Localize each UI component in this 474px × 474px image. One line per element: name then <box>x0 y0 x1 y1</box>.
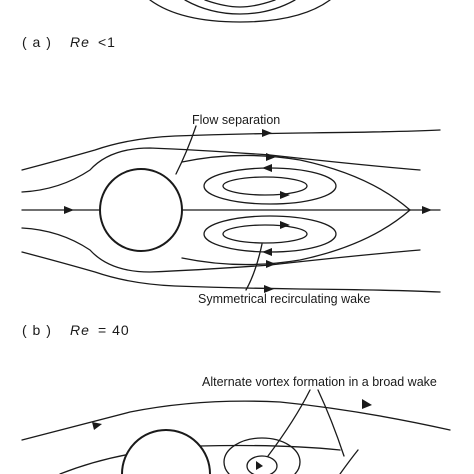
svg-text:Flow separation: Flow separation <box>192 113 280 127</box>
panel-c-annotation: Alternate vortex formation in a broad wa… <box>202 375 437 389</box>
panel-b-arrows <box>64 129 432 293</box>
svg-text:<1: <1 <box>98 34 116 50</box>
panel-b-leaders <box>175 125 263 291</box>
svg-text:( b ): ( b ) <box>22 322 52 338</box>
svg-text:= 40: = 40 <box>98 322 130 338</box>
cylinder-b <box>99 168 183 252</box>
svg-text:Re: Re <box>70 34 90 50</box>
svg-text:Re: Re <box>70 322 90 338</box>
cylinder-c <box>121 429 211 474</box>
panel-a-label: ( a ) Re <1 <box>22 34 116 50</box>
svg-text:Symmetrical recirculating wake: Symmetrical recirculating wake <box>198 292 370 306</box>
panel-c-leaders <box>267 389 345 457</box>
panel-c-streamlines <box>21 400 451 474</box>
panel-b-streamlines <box>21 129 441 293</box>
panel-c-vortex <box>223 437 301 474</box>
panel-b-label: ( b ) Re = 40 <box>22 322 130 338</box>
panel-a-streamlines <box>149 0 331 23</box>
panel-b-annotations: Flow separation Symmetrical recirculatin… <box>192 113 370 306</box>
panel-c-arrows <box>92 399 372 430</box>
svg-text:( a ): ( a ) <box>22 34 52 50</box>
